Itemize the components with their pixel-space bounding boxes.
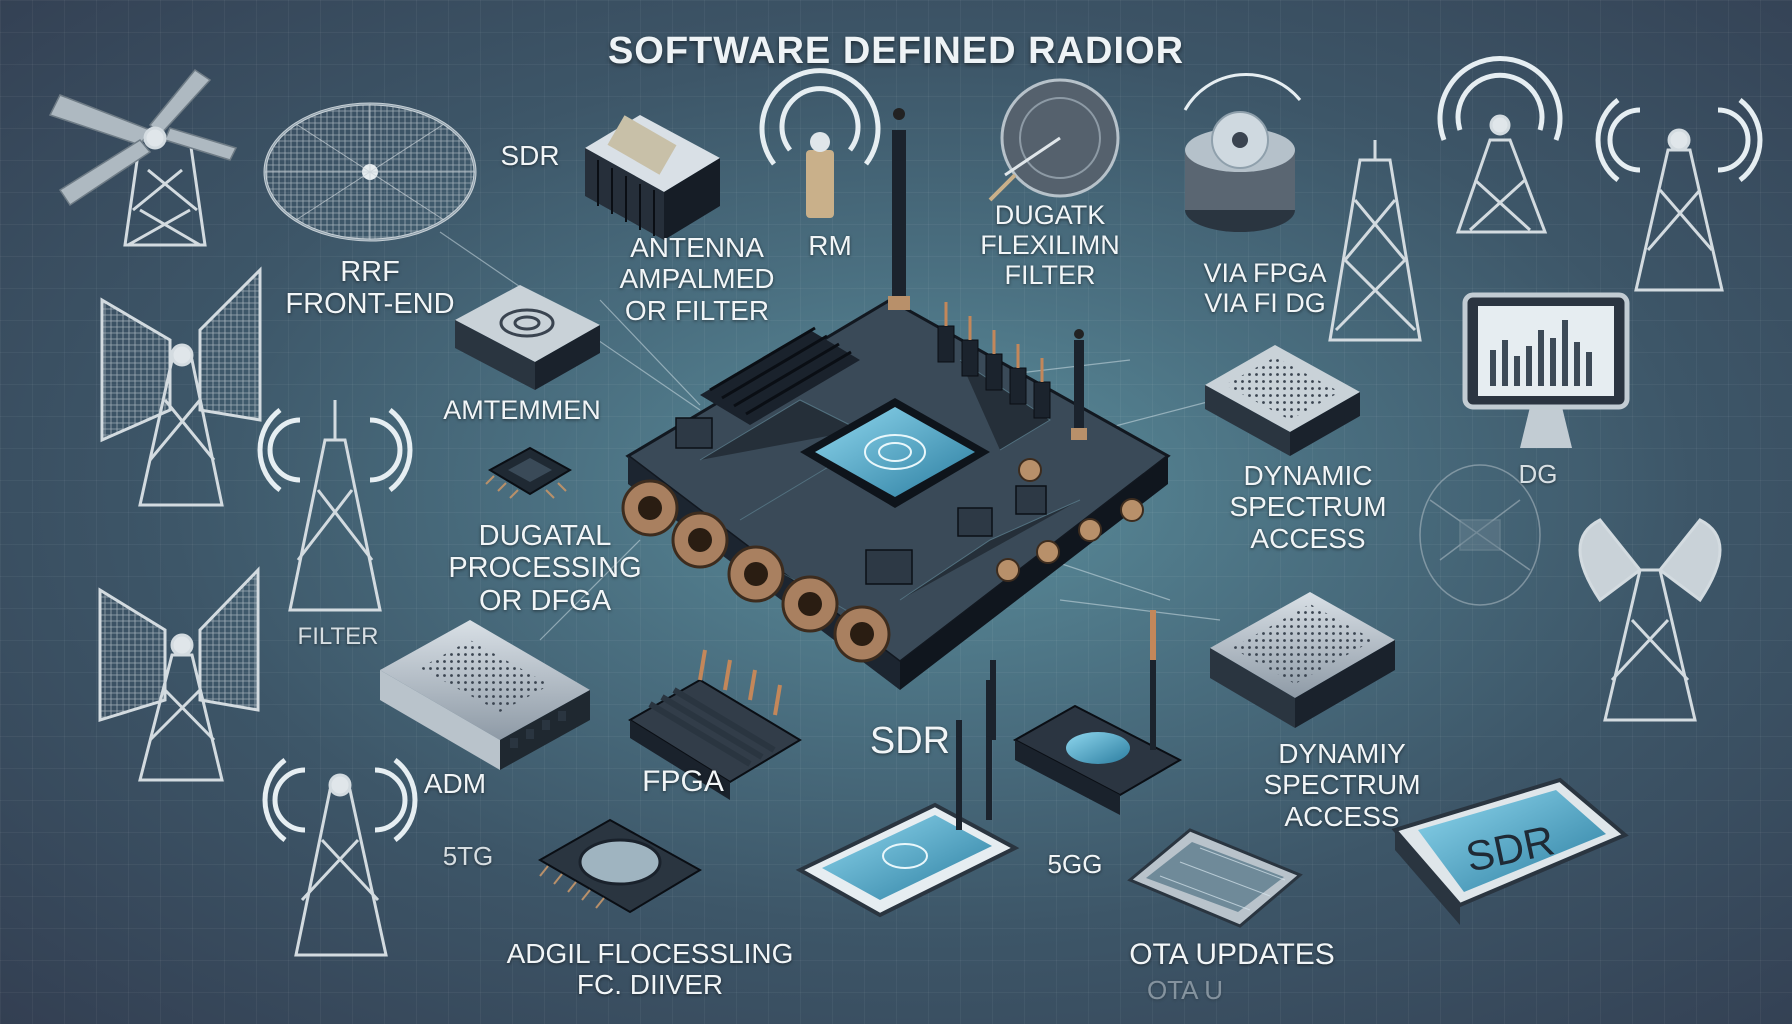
fan-dish-tower-right: [1578, 518, 1722, 722]
radar-tower-top: [1437, 56, 1563, 234]
heatsink: [700, 326, 860, 425]
label-amtemmen: AMTEMMEN: [443, 395, 601, 425]
fpga-board-fins: [628, 649, 802, 800]
label-5g-middle: 5GG: [1047, 849, 1103, 879]
heatsink-chip: [585, 115, 720, 240]
router-box: [380, 620, 590, 770]
smartphone: [795, 680, 1020, 918]
page-title: SOFTWARE DEFINED RADIOR: [607, 30, 1185, 72]
label-adm: ADM: [423, 768, 487, 799]
cell-tower-top: [1328, 140, 1422, 342]
rf-module-box: [455, 285, 600, 390]
ota-tablet: [1127, 828, 1303, 928]
radar-tower-left-2: [257, 400, 413, 612]
label-dg: DG: [1518, 459, 1558, 489]
board-antennas: [888, 108, 1087, 440]
central-sdr-board: [621, 108, 1171, 690]
sdr-device-box: [1391, 777, 1629, 925]
spectrum-monitor: [1462, 292, 1630, 448]
sma-connectors: [621, 479, 891, 663]
server-module-right: [1210, 592, 1395, 728]
panel-tower-left-3: [98, 566, 260, 782]
label-5g-left: 5TG: [442, 841, 494, 871]
satellite-dish-ground: [988, 78, 1120, 202]
wifi-antenna-top: [759, 68, 881, 218]
cylinder-radio-module: [1183, 72, 1302, 232]
processor-chip-small: [485, 446, 573, 499]
rotor-antenna-tower: [48, 68, 238, 247]
label-sdr-top: SDR: [500, 140, 560, 171]
wifi-tower-right: [1595, 98, 1763, 292]
label-sdr-center: SDR: [869, 720, 951, 762]
label-ota-updates: OTA UPDATES: [1129, 938, 1335, 971]
central-chip: [800, 398, 990, 508]
antenna-sketch-right: [1419, 464, 1541, 606]
connector-lines: [439, 231, 1221, 641]
label-fpga: FPGA: [642, 765, 724, 798]
radar-tower-left-4: [262, 758, 418, 957]
label-ota-faint: OTA U: [1146, 975, 1224, 1005]
processor-chip-large: [537, 818, 702, 914]
gateway-box-bottom: [990, 610, 1183, 815]
label-rm: RM: [808, 230, 852, 261]
label-filter: FILTER: [297, 623, 379, 650]
mesh-dish-antenna: [263, 102, 477, 242]
panel-tower-left-1: [100, 266, 262, 507]
signal-module-box-right: [1205, 345, 1360, 456]
